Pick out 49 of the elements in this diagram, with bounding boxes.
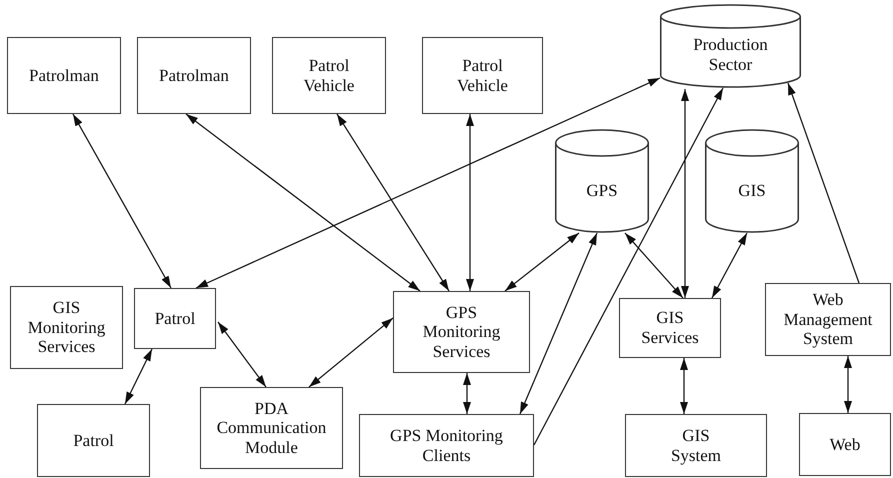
node-label: PDA Communication Module <box>216 398 328 458</box>
arrow <box>711 232 748 298</box>
arrow <box>680 358 688 414</box>
process-box <box>799 413 891 476</box>
arrow <box>308 318 394 388</box>
node-label: Patrolman <box>29 66 99 86</box>
process-box <box>765 283 891 356</box>
arrow <box>624 232 684 298</box>
arrow <box>196 77 660 289</box>
node-label: Production Sector <box>692 35 769 74</box>
node-label: Patrolman <box>159 66 229 86</box>
node-label: Patrol <box>73 430 114 450</box>
node-label: GPS <box>586 180 618 201</box>
node-label: Patrol Vehicle <box>302 56 356 96</box>
node-label: GIS System <box>670 426 722 466</box>
process-box <box>359 414 534 477</box>
arrow <box>72 114 172 288</box>
node-label: Patrol <box>154 308 196 328</box>
arrow <box>186 114 420 292</box>
process-box <box>7 37 121 114</box>
arrow <box>124 348 153 404</box>
node-label: Web <box>830 434 860 454</box>
arrow <box>504 232 580 292</box>
process-box <box>619 298 721 358</box>
arrow <box>844 356 852 413</box>
arrow <box>519 232 598 414</box>
process-box <box>137 37 251 114</box>
process-box <box>37 404 150 477</box>
arrow <box>218 322 266 388</box>
node-label: GIS <box>738 180 766 201</box>
process-box <box>134 288 216 349</box>
arrow <box>336 114 450 292</box>
process-box <box>422 37 543 114</box>
arrow <box>463 373 471 414</box>
process-box <box>393 291 530 373</box>
process-box <box>10 286 123 369</box>
node-label: GIS Monitoring Services <box>26 298 106 357</box>
node-label: Web Management System <box>782 290 874 349</box>
process-box <box>200 387 343 469</box>
process-box <box>272 37 386 114</box>
node-label: GPS Monitoring Clients <box>389 426 504 466</box>
process-box <box>625 414 767 477</box>
node-label: Patrol Vehicle <box>456 56 509 96</box>
node-label: GPS Monitoring Services <box>422 302 502 362</box>
arrow <box>787 82 860 284</box>
arrow <box>533 88 724 446</box>
node-label: GIS Services <box>640 308 700 348</box>
arrow <box>466 114 474 291</box>
arrow <box>681 89 689 298</box>
